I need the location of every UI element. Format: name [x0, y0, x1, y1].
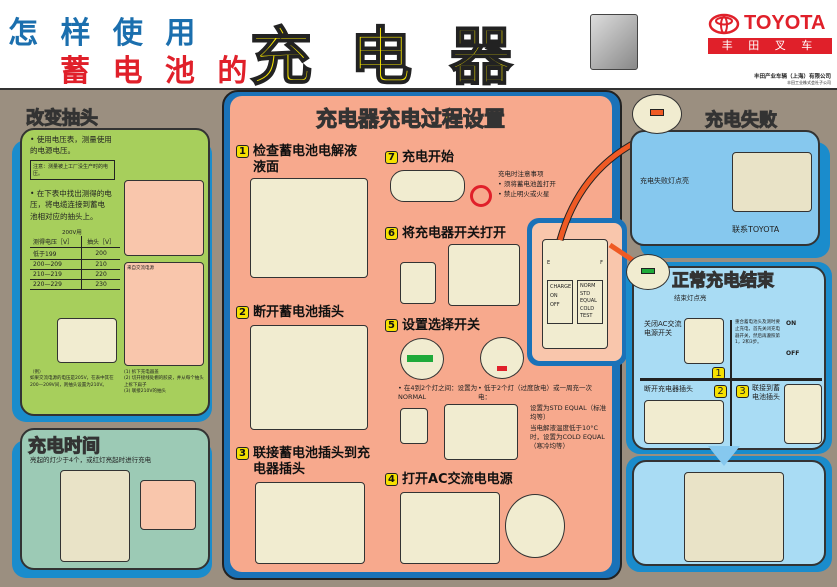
charger-box-illustration	[400, 262, 436, 304]
end-step-2: 断开充电器插头	[644, 385, 693, 393]
normal-end-title: 正常充电结束	[672, 271, 775, 292]
charger-image	[590, 14, 638, 70]
end-lamp-icon	[626, 254, 670, 290]
gauge-low-icon	[480, 337, 524, 379]
process-title: 充电器充电过程设置	[316, 107, 506, 132]
brand-cn: 丰 田 叉 车	[708, 38, 832, 54]
tap-steps: (1) 拆下充电器盖(2) 切开接线处棚的胶皮，并从每个抽头上拆下扁子(3) 联…	[124, 370, 204, 394]
step-4-illustration	[400, 492, 500, 564]
no-fire-icon	[470, 185, 492, 207]
charger-open-illustration	[57, 318, 117, 363]
tap-title: 改变抽头	[26, 108, 99, 130]
off-label: OFF	[786, 350, 800, 357]
title-line-2: 蓄 电 池 的	[60, 54, 254, 89]
end-step-3-num: 3	[736, 385, 749, 398]
equal-note: • 低于2个灯（过度放电）或一周充一次电：	[478, 384, 593, 402]
forklift-panel	[632, 460, 826, 566]
divider-h	[640, 378, 822, 381]
contact-toyota: 联系TOYOTA	[732, 225, 780, 234]
end-step-2-illustration	[644, 400, 724, 444]
step-2-illustration	[250, 325, 368, 430]
divider-v	[730, 320, 732, 450]
tap-panel: • 使用电压表，测量使用的电源电压。 注意：测量被上工厂没生产时的电压。 • 在…	[20, 128, 210, 416]
end-note: 重合蓄电池头及测时要止充电，首先关闭充电器开关，然后再遵照第1，2和3步。	[735, 320, 780, 346]
forklift-illustration	[60, 470, 130, 562]
end-step-2-num: 2	[714, 385, 727, 398]
on-label: ON	[786, 320, 797, 327]
table-caption: 200V用	[62, 230, 82, 236]
charge-time-text: 亮起的灯少于4个，或红灯亮起时进行充电	[30, 456, 152, 464]
end-step-1-illustration	[684, 318, 724, 364]
source-label: 来自交流电源	[127, 266, 154, 271]
normal-end-panel: 结束灯点亮 关闭AC交流电源开关 1 重合蓄电池头及测时要止充电，首先关闭充电器…	[632, 266, 826, 450]
toyota-emblem-icon	[708, 13, 740, 34]
tap-bullet-1: • 使用电压表，测量使用的电源电压。	[30, 135, 112, 156]
gauge-illustration	[140, 480, 196, 530]
forklift-illustration-2	[684, 472, 784, 562]
toyota-logo: TOYOTA	[708, 12, 825, 35]
end-step-3-illustration	[784, 384, 822, 444]
failure-panel: 充电失败灯点亮 联系TOYOTA	[630, 130, 820, 246]
step-1-illustration	[250, 178, 368, 278]
down-arrow-icon	[708, 446, 740, 466]
step-3-illustration	[255, 482, 365, 564]
end-step-3: 联接到蓄电池插头	[752, 384, 780, 402]
tap-note: 注意：测量被上工厂没生产时的电压。	[30, 160, 115, 180]
tap-example: （例）如果交流电源的电压是205V，在表中其在200—209V间，则抽头设置为2…	[30, 370, 114, 388]
title-big: 充电器	[249, 19, 551, 94]
company-sub: 丰田工业株式会社子公司	[787, 80, 831, 85]
equal-settings: 设置为STD EQUAL（标准均等）当电解液温度低于10°C时，设置为COLD …	[530, 404, 607, 451]
failure-lamp-icon	[632, 94, 682, 134]
charge-time-panel: 充电时间 亮起的灯少于4个，或红灯亮起时进行充电	[20, 428, 210, 570]
phone-call-illustration	[732, 152, 812, 212]
end-step-1: 关闭AC交流电源开关	[644, 320, 682, 338]
normal-note: • 在4到2个灯之间：设置为NORMAL	[398, 384, 478, 402]
charge-time-title: 充电时间	[28, 436, 101, 458]
step-7-notes: 充电时注意事项• 须将蓄电池盖打开• 禁止明火或火星	[498, 170, 556, 198]
brand-name: TOYOTA	[744, 12, 826, 34]
failure-title: 充电失败	[705, 110, 778, 132]
charger-box-illustration-2	[400, 408, 428, 444]
tap-bullet-2: • 在下表中找出测得的电压，将电缆连接到蓄电池相对应的抽头上。	[30, 189, 112, 221]
step-5-illustration	[444, 404, 518, 460]
step-7-illustration	[390, 170, 465, 202]
voltmeter-illustration	[124, 180, 204, 256]
end-lamp-text: 结束灯点亮	[674, 294, 707, 302]
step-6-illustration	[448, 244, 520, 306]
ac-switch-illustration	[505, 494, 565, 558]
failure-lamp-text: 充电失败灯点亮	[640, 177, 689, 185]
title-line-1: 怎 样 使 用	[8, 16, 202, 51]
gauge-normal-icon	[400, 338, 444, 380]
company-name: 丰田产业车辆（上海）有限公司	[753, 74, 831, 80]
tap-wiring-illustration: 来自交流电源	[124, 262, 204, 366]
